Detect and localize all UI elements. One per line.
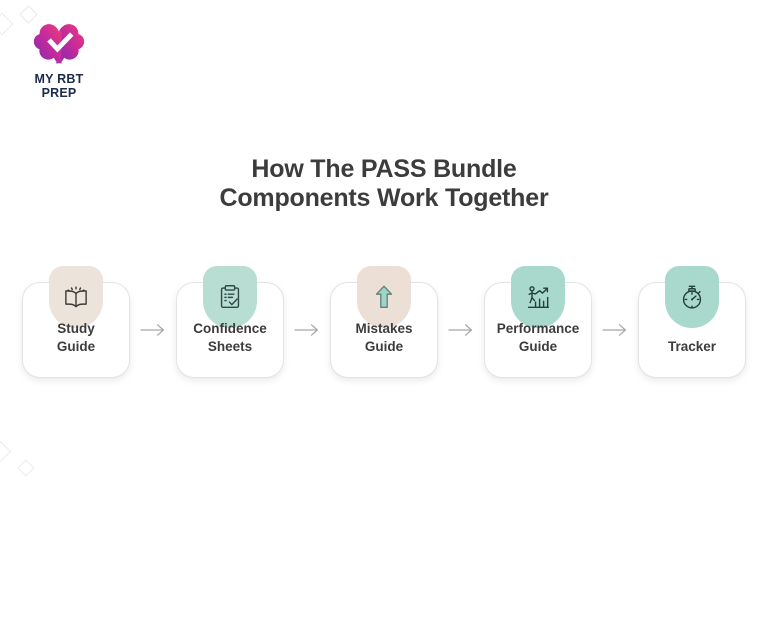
brain-heart-check-logo-icon <box>33 24 85 64</box>
arrow-up-icon <box>375 285 393 308</box>
flow-card-confidence-sheets[interactable]: Confidence Sheets <box>176 266 284 378</box>
decorative-diamond <box>0 440 12 463</box>
clipboard-check-icon <box>220 285 240 309</box>
arrow-right-icon <box>602 324 626 336</box>
flow-arrow-3 <box>438 323 484 337</box>
brand-name-line-2: PREP <box>41 86 77 101</box>
arrow-right-icon <box>294 324 318 336</box>
brand-logo: MY RBT PREP <box>24 22 94 101</box>
flow-arrow-4 <box>592 323 638 337</box>
flow-card-label: Tracker <box>667 338 717 354</box>
flow-card-study-guide[interactable]: Study Guide <box>22 266 130 378</box>
flow-card-mistakes-guide[interactable]: Mistakes Guide <box>330 266 438 378</box>
stopwatch-icon <box>682 285 702 309</box>
decorative-diamond <box>0 12 14 36</box>
flow-card-label: Study Guide <box>56 321 96 354</box>
decorative-diamond <box>17 459 35 477</box>
flow-card-performance-guide[interactable]: Performance Guide <box>484 266 592 378</box>
open-book-icon <box>65 286 87 308</box>
flow-arrow-1 <box>130 323 176 337</box>
badge-study-guide <box>49 266 103 328</box>
badge-performance-guide <box>511 266 565 328</box>
pass-bundle-flow: Study Guide Confidence Sheets <box>0 266 768 378</box>
badge-mistakes-guide <box>357 266 411 328</box>
arrow-right-icon <box>140 324 164 336</box>
decorative-diamond <box>19 5 38 24</box>
person-bar-chart-growth-icon <box>527 286 550 309</box>
flow-card-label: Confidence Sheets <box>193 321 267 354</box>
arrow-right-icon <box>448 324 472 336</box>
flow-card-tracker[interactable]: Tracker <box>638 266 746 378</box>
flow-card-label: Performance Guide <box>496 321 580 354</box>
page-title: How The PASS Bundle Components Work Toge… <box>0 155 768 213</box>
badge-confidence-sheets <box>203 266 257 328</box>
brand-name-line-1: MY RBT <box>34 72 84 86</box>
brand-name: MY RBT PREP <box>24 72 94 101</box>
flow-card-label: Mistakes Guide <box>355 321 413 354</box>
badge-tracker <box>665 266 719 328</box>
page-title-line-1: How The PASS Bundle <box>251 155 517 183</box>
flow-arrow-2 <box>284 323 330 337</box>
page-title-line-2: Components Work Together <box>219 184 549 212</box>
